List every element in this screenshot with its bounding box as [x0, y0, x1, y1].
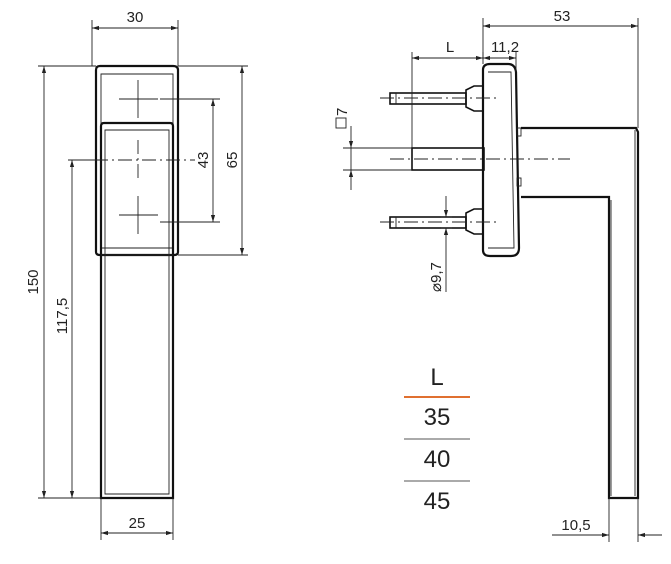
- screw-mark-top: [119, 80, 158, 118]
- dim-top-width: 30: [127, 9, 144, 26]
- dim-total-height: 150: [25, 269, 42, 294]
- square-spindle: [411, 147, 485, 171]
- front-view: 30 150 117,5 43 65 25: [25, 9, 248, 540]
- side-view: 53 L 11,2 7 ⌀9,7 10,5: [334, 8, 662, 542]
- dim-rose-depth: 11,2: [491, 39, 519, 56]
- dim-rose-height: 65: [224, 152, 241, 169]
- screw-mark-bottom: [119, 196, 158, 234]
- dim-grip-thickness: 10,5: [561, 517, 590, 534]
- table-value-3: 45: [424, 488, 451, 515]
- dim-spindle-length: L: [446, 39, 454, 56]
- handle-grip: [521, 126, 640, 500]
- dim-square: 7: [334, 108, 351, 116]
- rose-side: [481, 62, 521, 258]
- lever-body: [99, 121, 175, 500]
- diameter-symbol-icon: ⌀: [428, 283, 445, 292]
- screw-top: [389, 85, 484, 112]
- rose-plate: [94, 64, 180, 257]
- dim-total-depth: 53: [554, 8, 571, 25]
- dim-screw-diameter: ⌀9,7: [428, 262, 445, 292]
- dim-lever-height: 117,5: [54, 298, 71, 334]
- screw-bottom: [389, 208, 484, 235]
- square-symbol-icon: [335, 117, 347, 129]
- dim-bottom-width: 25: [129, 515, 146, 532]
- table-value-1: 35: [424, 404, 451, 431]
- dim-screw-spacing: 43: [195, 152, 212, 169]
- table-value-2: 40: [424, 446, 451, 473]
- table-header: L: [430, 364, 443, 391]
- length-table: L 35 40 45: [404, 364, 470, 515]
